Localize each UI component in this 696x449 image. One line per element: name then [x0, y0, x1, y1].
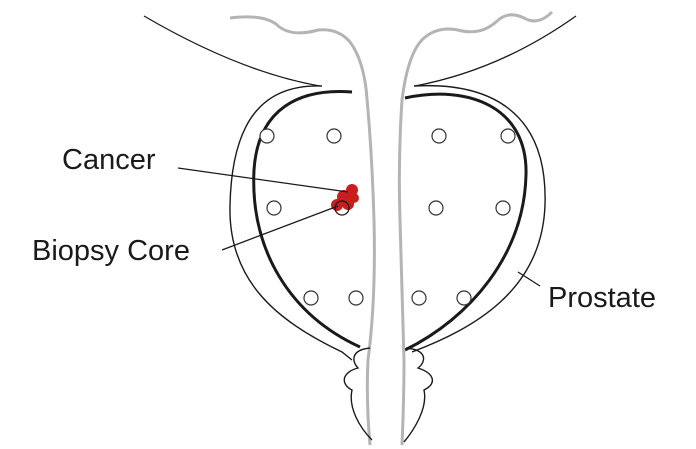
biopsy-site-marker — [429, 201, 443, 215]
cancer-label: Cancer — [62, 144, 156, 176]
biopsy-site-marker — [457, 291, 471, 305]
cancer-leader-line — [178, 168, 348, 192]
prostate-label: Prostate — [548, 282, 656, 314]
prostate-capsule-right — [412, 86, 545, 352]
biopsy-site-marker — [349, 291, 363, 305]
biopsy-site-marker — [304, 291, 318, 305]
bladder-wall-right — [415, 16, 576, 86]
biopsy-site-marker — [501, 129, 515, 143]
biopsy-site-marker — [496, 201, 510, 215]
biopsy-site-marker — [432, 129, 446, 143]
apex-right-lobe — [404, 348, 432, 442]
biopsy-site-marker — [412, 291, 426, 305]
prostate-capsule-left — [230, 86, 352, 360]
biopsy-site-marker — [327, 129, 341, 143]
biopsy-site-marker — [267, 201, 281, 215]
biopsy-site-marker — [260, 129, 274, 143]
biopsy-core-label: Biopsy Core — [32, 235, 190, 267]
bladder-wall-left — [144, 16, 320, 86]
urethra-right-wall — [399, 12, 552, 445]
urethra-left-wall — [230, 17, 374, 445]
